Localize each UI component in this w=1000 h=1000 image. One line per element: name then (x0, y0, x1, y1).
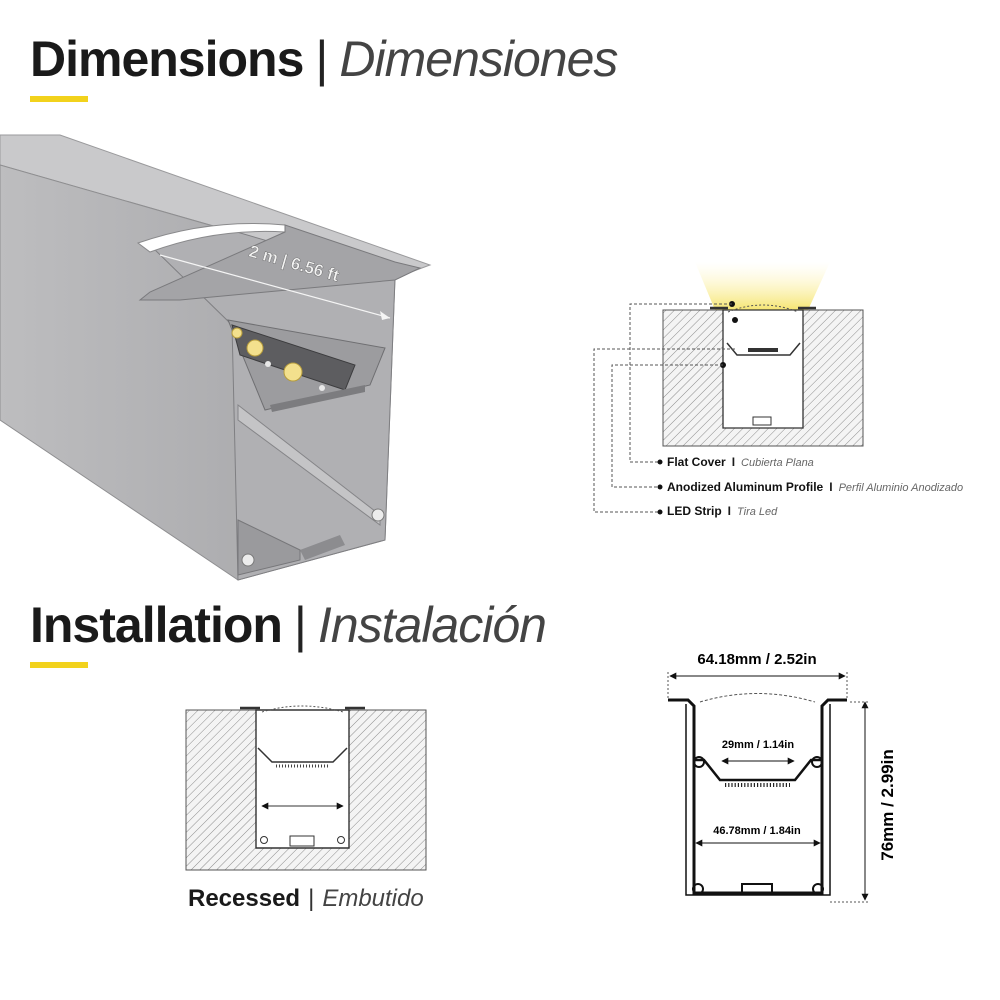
legend-label: Flat Cover (667, 455, 726, 469)
led-channel-width-label: 29mm / 1.14in (722, 739, 794, 751)
dimensions-separator: | (315, 31, 328, 87)
dimensions-title: Dimensions (30, 31, 304, 87)
legend-translation: Tira Led (737, 506, 778, 518)
recessed-label: Recessed (188, 885, 301, 912)
profile-3d-render: 2 m | 6.56 ft (0, 134, 432, 581)
leader-profile (611, 364, 723, 488)
legend-label: LED Strip (667, 504, 722, 518)
length-arrow-icon (380, 311, 390, 320)
installation-title: Installation (30, 597, 283, 653)
installation-subtitle: Instalación (317, 597, 547, 653)
legend-label: Anodized Aluminum Profile (667, 480, 824, 494)
leader-flat-cover (629, 303, 732, 463)
legend-anodized-profile: Anodized Aluminum Profile I Perfil Alumini… (667, 480, 963, 494)
dimensioned-profile-diagram: 64.18mm / 2.52in 29mm / 1.14in 46.78mm /… (667, 651, 897, 903)
recessed-separator: | (308, 885, 315, 912)
legend-flat-cover: Flat Cover I Cubierta Plana (667, 455, 814, 469)
dimensions-heading: Dimensions|Dimensiones (30, 30, 618, 88)
dimensions-underline (30, 96, 88, 102)
profile-cutout (722, 309, 804, 429)
recessed-section-diagram (185, 705, 427, 871)
body-width-label: 46.78mm / 1.84in (713, 825, 801, 837)
cover-outline (699, 693, 816, 703)
installation-heading: Installation|Instalación (30, 596, 547, 654)
installation-separator: | (293, 597, 307, 653)
light-beam (695, 262, 830, 310)
height-label: 76mm / 2.99in (878, 749, 897, 861)
profile-outline (668, 698, 847, 895)
length-line (159, 254, 391, 319)
legend-separator: I (731, 455, 736, 469)
installation-underline (30, 662, 88, 668)
leader-led-strip (593, 348, 735, 513)
overall-width-label: 64.18mm / 2.52in (697, 651, 816, 668)
legend-translation: Cubierta Plana (741, 457, 814, 469)
dimensions-subtitle: Dimensiones (339, 31, 618, 87)
legend-translation: Perfil Aluminio Anodizado (838, 482, 964, 494)
recessed-translation: Embutido (322, 885, 424, 912)
legend-separator: I (727, 504, 732, 518)
legend-led-strip: LED Strip I Tira Led (667, 504, 777, 518)
legend-separator: I (829, 480, 833, 494)
recessed-caption: Recessed | Embutido (188, 885, 424, 913)
lit-section-diagram (593, 262, 864, 515)
